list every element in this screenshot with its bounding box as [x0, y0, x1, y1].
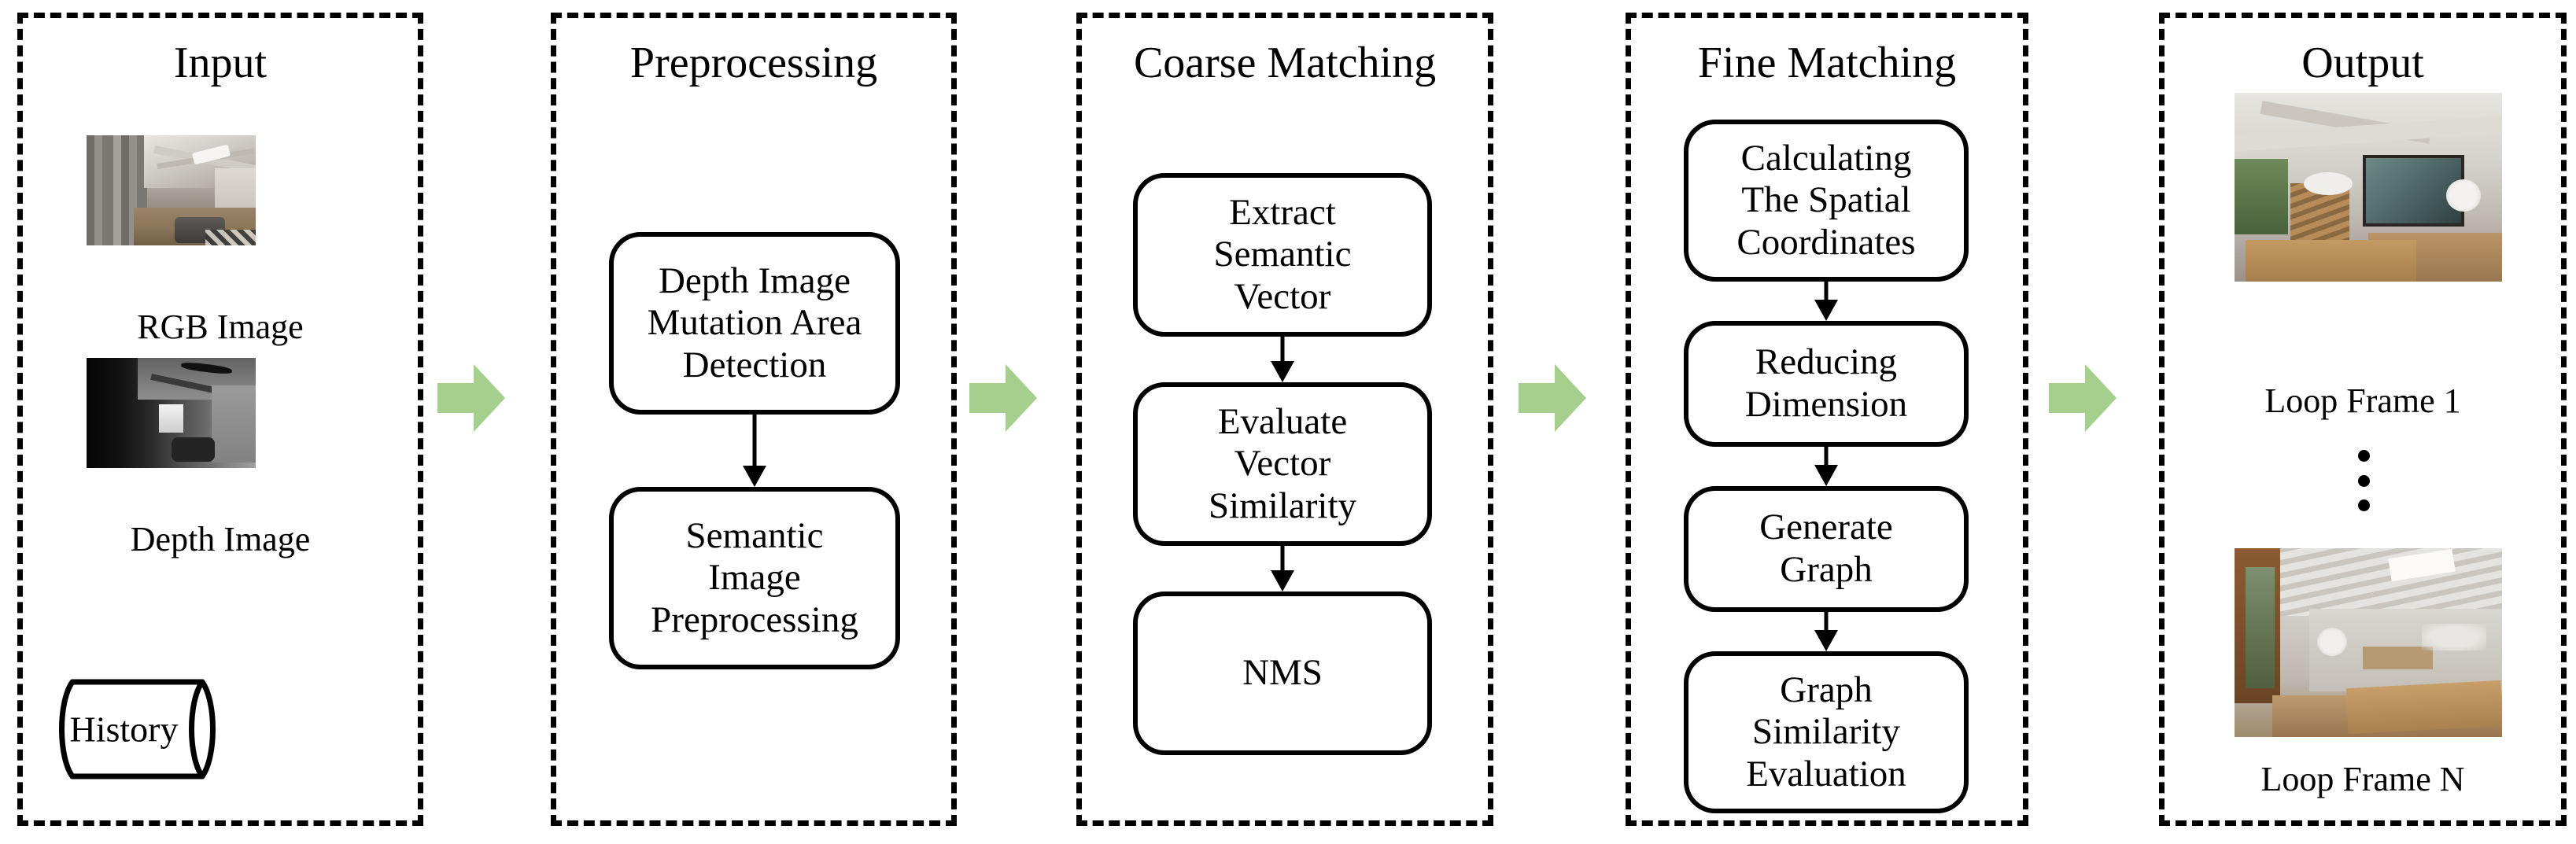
box-line: Similarity [1751, 711, 1900, 753]
history-datastore: History [49, 678, 226, 780]
rgb-image-thumbnail [87, 135, 256, 245]
box-line: NMS [1242, 652, 1323, 694]
stage-title-coarse-matching: Coarse Matching [1133, 39, 1437, 87]
process-box-generate-graph[interactable]: Generate Graph [1684, 486, 1969, 612]
box-line: Image [708, 557, 801, 599]
box-line: Graph [1780, 549, 1873, 590]
process-box-nms[interactable]: NMS [1133, 592, 1432, 755]
flow-arrow-coarse-matching-to-fine-matching [1519, 364, 1586, 432]
loop1-pendant-lamp [2304, 171, 2353, 195]
loop1-table [2245, 240, 2417, 282]
box-line: Extract [1229, 191, 1336, 233]
stage-panel-fine-matching: Fine Matching [1626, 13, 2028, 826]
box-line: Generate [1759, 507, 1893, 548]
loopN-shelf [2363, 646, 2433, 669]
box-line: Similarity [1209, 485, 1356, 526]
box-line: Vector [1234, 443, 1331, 485]
box-line: Semantic [685, 514, 824, 556]
loop-frame-1-thumbnail [2235, 93, 2502, 282]
rgb-rug [205, 230, 256, 245]
flow-arrow-fine-matching-to-output [2049, 364, 2117, 432]
stage-panel-output: Output [2159, 13, 2567, 826]
loopN-window [2245, 567, 2275, 688]
loop-frame-1-caption: Loop Frame 1 [2264, 381, 2461, 420]
arrow-coarse-1-to-2 [1271, 337, 1294, 382]
process-box-semantic-image-preprocessing[interactable]: Semantic Image Preprocessing [609, 487, 900, 669]
process-box-evaluate-vector-similarity[interactable]: Evaluate Vector Similarity [1133, 382, 1432, 546]
stage-panel-preprocessing: Preprocessing [551, 13, 957, 826]
box-line: The Spatial [1741, 179, 1911, 221]
depth-image-thumbnail [87, 358, 256, 468]
arrow-fine-2-to-3 [1814, 447, 1838, 486]
box-line: Preprocessing [651, 599, 858, 640]
output-ellipsis-icon [2356, 450, 2371, 511]
loop1-wall-fan [2445, 179, 2481, 212]
depth-image-caption: Depth Image [130, 520, 311, 558]
box-line: Dimension [1744, 384, 1908, 425]
stage-title-preprocessing: Preprocessing [629, 39, 878, 87]
stage-title-fine-matching: Fine Matching [1697, 39, 1957, 87]
arrow-coarse-2-to-3 [1271, 546, 1294, 592]
flow-arrow-input-to-preprocessing [437, 364, 505, 432]
rgb-image-caption: RGB Image [137, 308, 304, 346]
box-line: Coordinates [1736, 221, 1916, 263]
process-box-extract-semantic-vector[interactable]: Extract Semantic Vector [1133, 173, 1432, 337]
loopN-table [2345, 680, 2502, 734]
flow-arrow-preprocessing-to-coarse-matching [969, 364, 1037, 432]
loop1-window-greenery [2235, 159, 2288, 234]
box-line: Mutation Area [647, 302, 862, 344]
box-line: Evaluation [1746, 753, 1906, 794]
box-line: Graph [1780, 669, 1873, 710]
box-line: Calculating [1740, 137, 1912, 179]
box-line: Depth Image [658, 260, 851, 301]
arrow-fine-3-to-4 [1814, 612, 1838, 651]
box-line: Detection [682, 344, 827, 385]
process-box-reducing-dimension[interactable]: Reducing Dimension [1684, 321, 1969, 447]
process-box-graph-similarity-evaluation[interactable]: Graph Similarity Evaluation [1684, 651, 1969, 813]
box-line: Semantic [1213, 234, 1352, 275]
depth-right-wall [212, 385, 256, 463]
arrow-preprocessing-1-to-2 [743, 415, 766, 487]
stage-panel-coarse-matching: Coarse Matching [1076, 13, 1493, 826]
depth-bright-patch [159, 404, 183, 433]
process-box-depth-mutation-detection[interactable]: Depth Image Mutation Area Detection [609, 232, 900, 415]
history-label: History [69, 709, 179, 750]
box-line: Vector [1234, 275, 1331, 317]
arrow-fine-1-to-2 [1814, 282, 1838, 321]
loop-frame-n-thumbnail [2235, 548, 2502, 737]
box-line: Evaluate [1217, 400, 1348, 442]
loop-frame-n-caption: Loop Frame N [2260, 760, 2465, 798]
stage-title-input: Input [173, 39, 268, 87]
process-box-calculating-spatial-coordinates[interactable]: Calculating The Spatial Coordinates [1684, 120, 1969, 282]
stage-title-output: Output [2301, 39, 2424, 87]
loopN-wall-fan [2317, 627, 2347, 656]
box-line: Reducing [1755, 341, 1898, 383]
stage-panel-input: Input [17, 13, 423, 826]
loopN-pendant-lamps [2422, 624, 2486, 651]
depth-foreground-object [171, 437, 216, 462]
